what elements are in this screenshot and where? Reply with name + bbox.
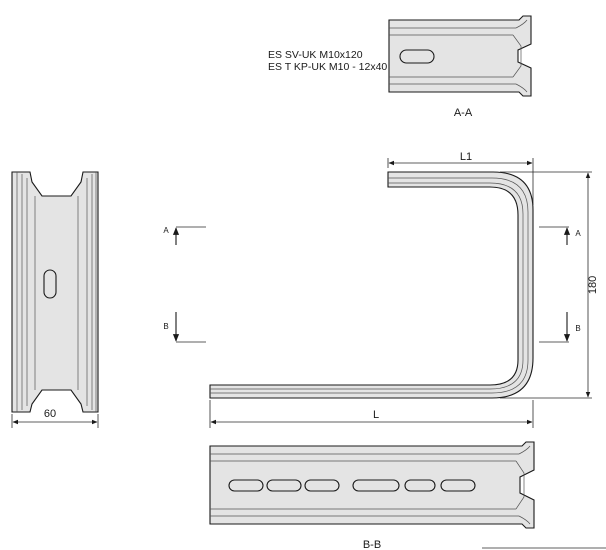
l1-dimension (387, 158, 534, 205)
section-marker-b-left (172, 312, 206, 343)
section-a-a-label: A-A (454, 107, 473, 119)
marker-a-left-label: A (163, 226, 169, 235)
width-dimension-label: 60 (44, 408, 56, 420)
bb-slot-4 (352, 479, 400, 492)
marker-a-right-label: A (575, 229, 581, 238)
section-marker-a-left (172, 226, 206, 245)
height-dimension (500, 171, 592, 399)
marker-b-right-label: B (575, 324, 580, 333)
bb-slot-1 (228, 479, 264, 492)
side-view (11, 171, 99, 428)
section-b-b-label: B-B (363, 539, 381, 550)
spec-line-2: ES T KP-UK M10 - 12x40 (268, 61, 387, 73)
spec-line-1: ES SV-UK M10x120 (268, 49, 363, 61)
marker-b-left-label: B (163, 322, 168, 331)
section-marker-a-right (539, 226, 571, 245)
bb-slot-5 (404, 479, 436, 492)
height-dimension-label: 180 (587, 276, 599, 294)
bb-slot-3 (304, 479, 340, 492)
bb-slot-2 (266, 479, 302, 492)
section-a-a-view (388, 15, 532, 97)
l-dimension (209, 400, 534, 428)
side-slot-hole (43, 269, 57, 299)
front-view (209, 171, 534, 399)
slot-hole (399, 49, 435, 64)
section-marker-b-right (539, 312, 571, 343)
l-dimension-label: L (373, 409, 379, 421)
section-b-b-view (209, 441, 535, 529)
l1-dimension-label: L1 (460, 151, 472, 163)
bb-slot-6 (440, 479, 476, 492)
